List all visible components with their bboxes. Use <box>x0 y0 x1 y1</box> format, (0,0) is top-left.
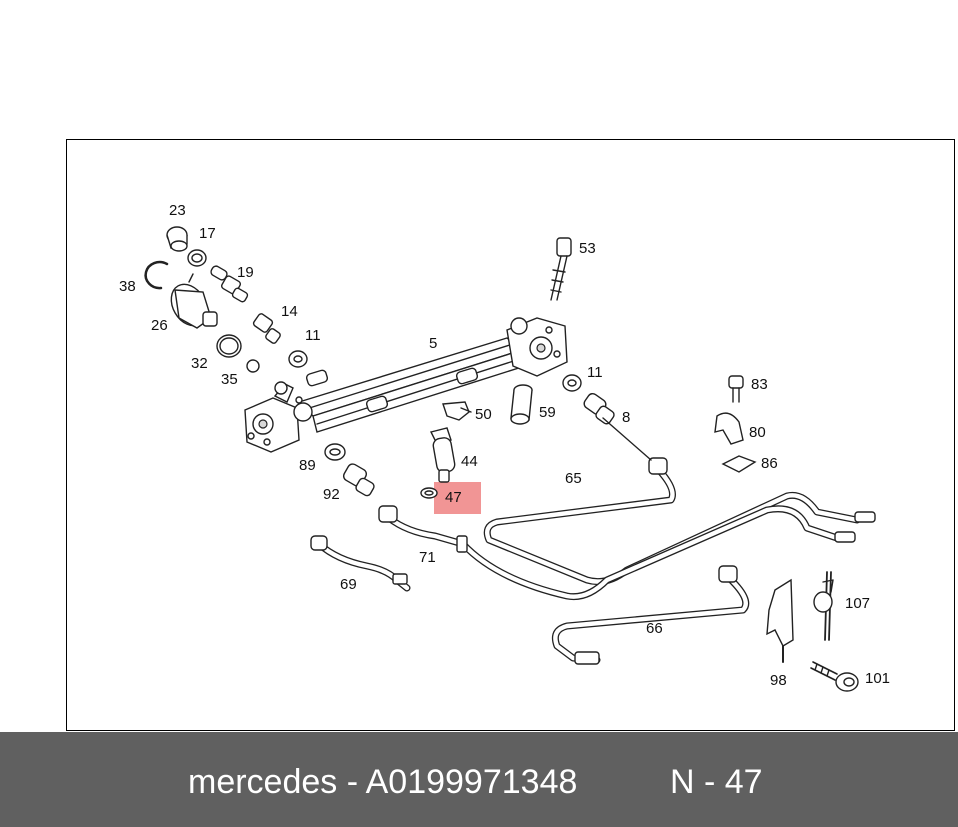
label-14: 14 <box>281 303 298 320</box>
label-47: 47 <box>445 489 462 506</box>
label-50: 50 <box>475 406 492 423</box>
injector-44 <box>429 427 456 483</box>
pipe-65 <box>483 457 876 586</box>
label-32: 32 <box>191 355 208 372</box>
label-69: 69 <box>340 576 357 593</box>
highlight-part-47 <box>434 482 481 514</box>
label-44: 44 <box>461 453 478 470</box>
label-86: 86 <box>761 455 778 472</box>
fuel-rail-5 <box>244 317 568 453</box>
caption-part-number: mercedes - A0199971348 <box>188 763 578 801</box>
label-11-left: 11 <box>305 327 321 344</box>
label-101: 101 <box>865 670 891 687</box>
caption-bar: mercedes - A0199971348 N - 47 <box>0 732 958 827</box>
label-107: 107 <box>845 595 871 612</box>
label-92: 92 <box>323 486 340 503</box>
bracket-107 <box>813 571 834 641</box>
bracket-98 <box>766 578 794 647</box>
nut-86 <box>721 455 757 473</box>
fitting-92 <box>342 463 375 497</box>
parts-diagram: 23 17 19 38 26 14 11 32 35 5 53 11 8 50 … <box>66 139 955 731</box>
label-65: 65 <box>565 470 582 487</box>
label-71: 71 <box>419 549 436 566</box>
label-8: 8 <box>622 409 631 426</box>
clamp-80 <box>714 412 744 445</box>
label-11-right: 11 <box>587 364 603 381</box>
label-38: 38 <box>119 278 136 295</box>
label-53: 53 <box>579 240 596 257</box>
caption-position-ref: N - 47 <box>670 763 763 801</box>
diagram-drawing <box>144 226 876 692</box>
label-17: 17 <box>199 225 216 242</box>
fitting-14 <box>252 313 281 344</box>
regulator-26 <box>170 273 218 329</box>
pipe-66 <box>551 565 750 665</box>
pipe-71 <box>378 505 856 601</box>
label-83: 83 <box>751 376 768 393</box>
sleeve-59 <box>510 384 533 425</box>
pipe-69 <box>310 535 411 592</box>
cap-23 <box>166 226 188 252</box>
label-35: 35 <box>221 371 238 388</box>
label-80: 80 <box>749 424 766 441</box>
label-19: 19 <box>237 264 254 281</box>
label-66: 66 <box>646 620 663 637</box>
fitting-8 <box>583 392 615 425</box>
bolt-53 <box>550 237 572 301</box>
bolt-83 <box>728 375 744 403</box>
label-89: 89 <box>299 457 316 474</box>
label-98: 98 <box>770 672 787 689</box>
label-26: 26 <box>151 317 168 334</box>
valve-19 <box>210 265 249 303</box>
label-23: 23 <box>169 202 186 219</box>
label-5: 5 <box>429 335 438 352</box>
label-59: 59 <box>539 404 556 421</box>
bolt-101 <box>810 661 859 692</box>
